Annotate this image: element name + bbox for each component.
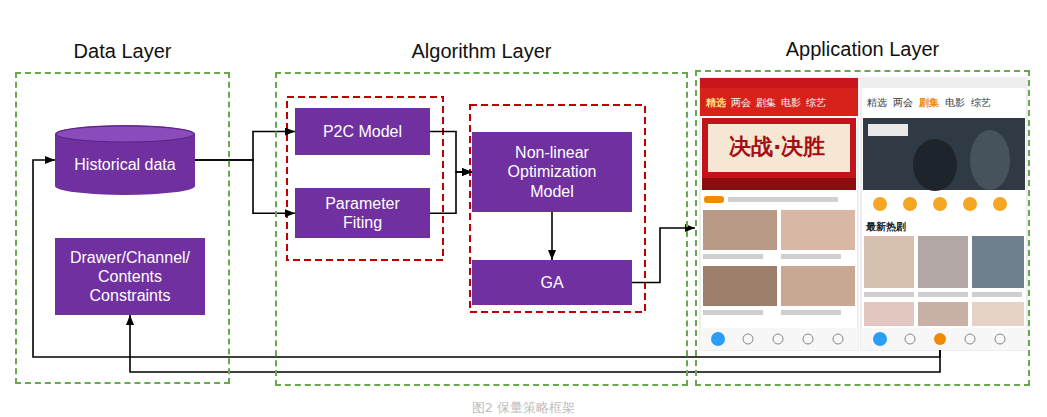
poster [972, 302, 1024, 326]
nav-icon [995, 334, 1005, 344]
node-text: P2C Model [323, 122, 402, 141]
cylinder-body [55, 125, 195, 195]
banner-strip [702, 178, 856, 190]
database-cylinder: Historical data [55, 125, 195, 195]
banner-panel [708, 124, 850, 172]
node-text: Non-linear Optimization Model [492, 143, 612, 201]
screen-text: 最新热剧 [866, 221, 906, 232]
connector [195, 160, 295, 213]
connector [430, 172, 472, 213]
node-text: Historical data [74, 155, 175, 174]
process-box: Drawer/Channel/ Contents Constraints [55, 238, 205, 315]
nav-icon [965, 334, 975, 344]
node-text: Drawer/Channel/ Contents Constraints [63, 248, 197, 306]
nav-icon [711, 332, 725, 346]
poster [918, 302, 968, 326]
screen-text: 两会 [731, 97, 751, 108]
nav-icon [934, 333, 946, 345]
nav-icon [873, 332, 887, 346]
layer-title: Application Layer [647, 38, 1047, 61]
phone-screenshot [861, 78, 1027, 350]
node-text: Parameter Fiting [313, 194, 413, 232]
connector [130, 315, 940, 372]
node-text: GA [540, 273, 563, 292]
screen-text: 决战·决胜 [729, 135, 825, 159]
nav-bar [861, 328, 1027, 350]
layer-region: Application Layer [695, 70, 1030, 386]
connector [632, 228, 695, 283]
layer-region: Algorithm LayerP2C ModelParameter Fiting… [275, 72, 688, 386]
connector [430, 132, 472, 173]
nav-icon [773, 334, 783, 344]
process-box: P2C Model [295, 108, 430, 155]
screen-text: 精选 [867, 97, 887, 108]
text-line [728, 197, 838, 202]
process-box: Parameter Fiting [295, 188, 430, 238]
layer-region: Data LayerHistorical dataDrawer/Channel/… [15, 72, 230, 384]
shortcut-icon [963, 197, 977, 211]
status-bar [700, 78, 858, 88]
nav-icon [803, 334, 813, 344]
banner-figure [970, 130, 1010, 190]
text-line [864, 292, 914, 297]
cylinder-top [56, 126, 194, 142]
screen-text: 综艺 [806, 97, 826, 108]
text-line [918, 292, 968, 297]
process-box: GA [472, 260, 632, 305]
thumbnail [781, 266, 855, 306]
connector [195, 132, 295, 161]
shortcut-icon [933, 197, 947, 211]
tag-pill [704, 196, 724, 203]
group-bracket [470, 105, 645, 312]
process-box: Non-linear Optimization Model [472, 132, 632, 212]
nav-icon [833, 334, 843, 344]
nav-icon [905, 334, 915, 344]
poster [864, 236, 914, 288]
text-line [703, 254, 763, 259]
screen-text: 精选 [706, 97, 726, 108]
screen-text: 综艺 [971, 97, 991, 108]
text-line [703, 310, 763, 315]
screen-text: 电影 [781, 97, 801, 108]
poster [864, 302, 914, 326]
shortcut-icon [903, 197, 917, 211]
screen-text: 电影 [945, 97, 965, 108]
nav-bar [700, 328, 858, 350]
nav-icon [743, 334, 753, 344]
banner [702, 118, 856, 190]
thumbnail [703, 210, 777, 250]
phone-screen [861, 78, 1027, 350]
banner-figure [913, 139, 957, 191]
phone-screenshot [700, 78, 858, 350]
poster [972, 236, 1024, 288]
phone-screen [700, 78, 858, 350]
tab-bar [700, 88, 858, 116]
connector [551, 212, 553, 260]
status-bar [861, 78, 1027, 88]
text-line [781, 310, 841, 315]
text-line [781, 254, 841, 259]
figure-caption: 图2 保量策略框架 [0, 399, 1047, 417]
thumbnail [781, 210, 855, 250]
text-line [972, 292, 1022, 297]
screen-text: 两会 [893, 97, 913, 108]
group-bracket [287, 97, 443, 260]
shortcut-icon [873, 197, 887, 211]
layer-title: Algorithm Layer [227, 40, 736, 63]
thumbnail [703, 266, 777, 306]
screen-text: 剧集 [919, 97, 939, 108]
layer-title: Data Layer [0, 40, 278, 63]
screen-text: 剧集 [756, 97, 776, 108]
banner [863, 118, 1025, 190]
shortcut-icon [993, 197, 1007, 211]
poster [918, 236, 968, 288]
banner-logo [868, 124, 908, 136]
